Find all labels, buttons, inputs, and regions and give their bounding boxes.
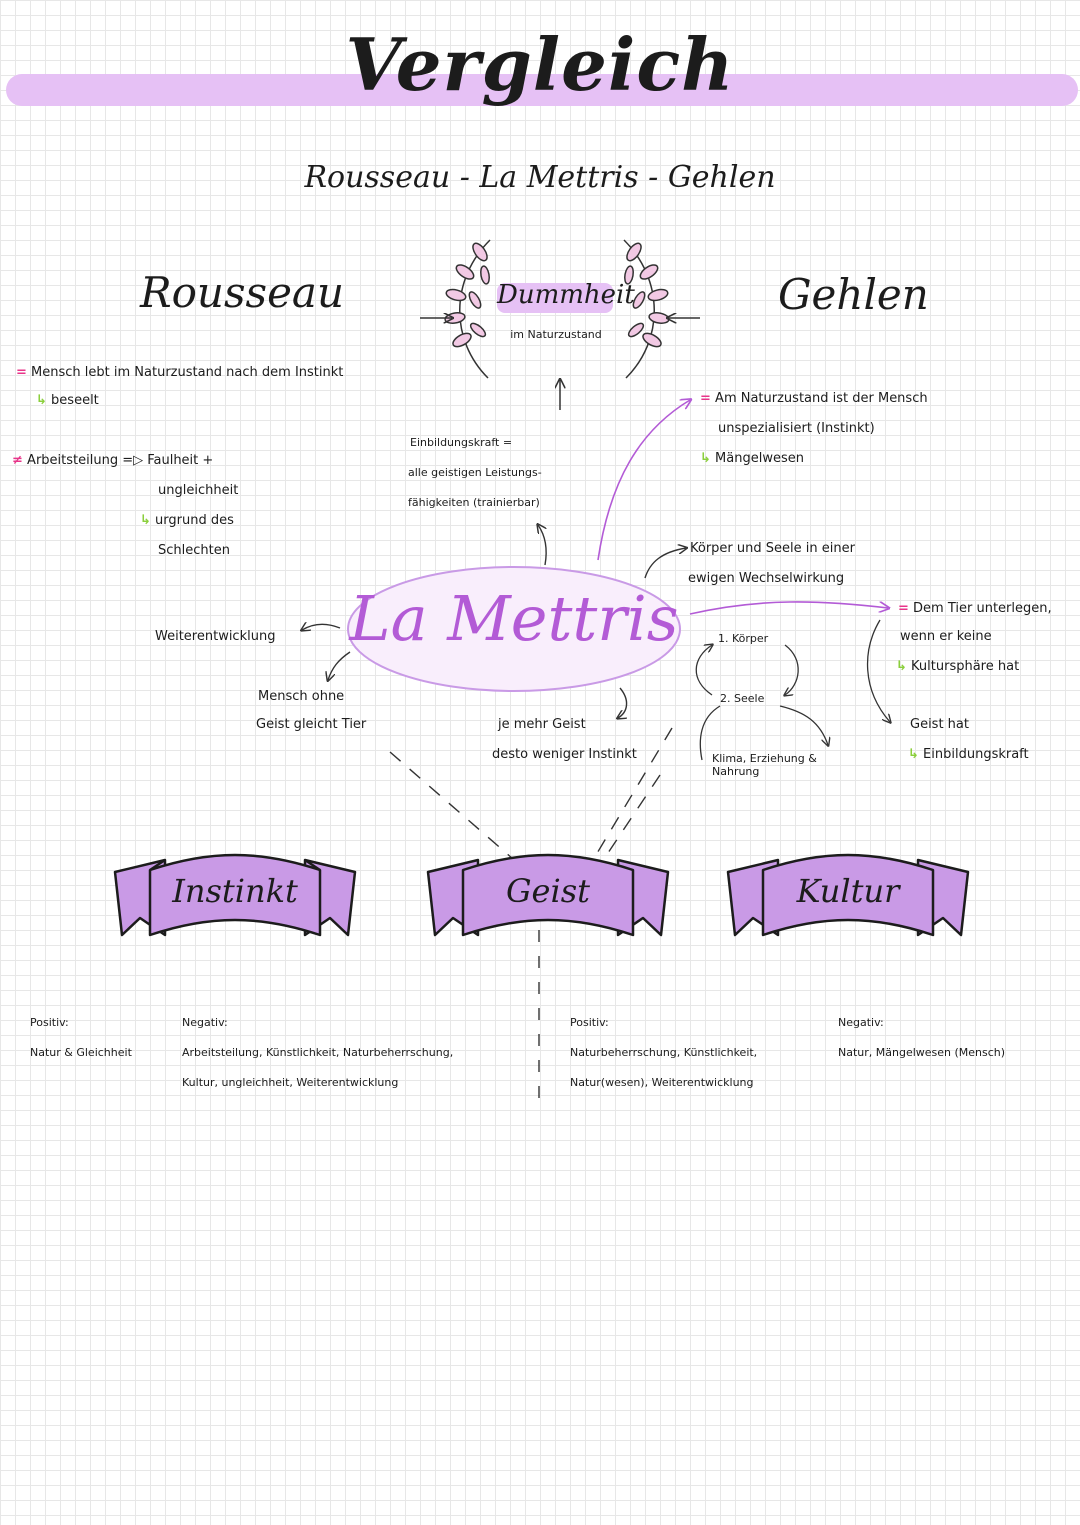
positiv-label-right: Positiv: <box>570 1016 609 1029</box>
je-note-2: desto weniger Instinkt <box>492 747 637 762</box>
negativ-label-right: Negativ: <box>838 1016 884 1029</box>
banner-kultur: Kultur <box>796 872 900 910</box>
badge-dummheit: Dummheit <box>497 280 635 310</box>
positiv-text-left: Natur & Gleichheit <box>30 1046 132 1059</box>
heading-gehlen: Gehlen <box>778 270 929 319</box>
rousseau-note-6: Schlechten <box>158 543 230 558</box>
gehlen-note-1: = Am Naturzustand ist der Mensch <box>700 391 928 406</box>
einbildung-line-1: Einbildungskraft = <box>410 436 513 449</box>
mensch-note-2: Geist gleicht Tier <box>256 717 367 732</box>
positiv-label-left: Positiv: <box>30 1016 69 1029</box>
mensch-note-1: Mensch ohne <box>258 689 345 704</box>
einbildung-line-2: alle geistigen Leistungs- <box>408 466 542 479</box>
list-seele: 2. Seele <box>720 692 765 705</box>
rousseau-note-2: ↳ beseelt <box>36 393 99 408</box>
la-mettris-ellipse <box>347 566 681 692</box>
negativ-text-right: Natur, Mängelwesen (Mensch) <box>838 1046 1006 1059</box>
rousseau-note-5: ↳ urgrund des <box>140 513 234 528</box>
badge-subtitle: im Naturzustand <box>510 328 602 341</box>
positiv-text-right-1: Naturbeherrschung, Künstlichkeit, <box>570 1046 758 1059</box>
ribbon-geist-icon <box>426 853 670 937</box>
ribbon-kultur-icon <box>726 853 970 937</box>
ribbon-instinkt-icon <box>113 853 357 937</box>
je-note-1: je mehr Geist <box>498 717 586 732</box>
koerper-note-2: ewigen Wechselwirkung <box>688 571 845 586</box>
laurel-right-icon <box>623 239 670 379</box>
rousseau-note-4: ungleichheit <box>158 483 239 498</box>
positiv-text-right-2: Natur(wesen), Weiterentwicklung <box>570 1076 754 1089</box>
banner-geist: Geist <box>505 872 590 910</box>
geist-note-1: Geist hat <box>910 717 969 732</box>
title-highlight <box>6 74 1078 106</box>
rousseau-note-3: ≠ Arbeitsteilung =▷ Faulheit + <box>12 453 214 468</box>
weiterentwicklung-note: Weiterentwicklung <box>155 629 276 644</box>
tier-note-1: = Dem Tier unterlegen, <box>898 601 1052 616</box>
heading-rousseau: Rousseau <box>140 268 345 317</box>
list-koerper: 1. Körper <box>718 632 769 645</box>
laurel-left-icon <box>444 239 491 379</box>
tier-note-2: wenn er keine <box>900 629 992 644</box>
page-subtitle: Rousseau - La Mettris - Gehlen <box>304 160 776 195</box>
gehlen-note-2: unspezialisiert (Instinkt) <box>718 421 875 436</box>
negativ-text-left-1: Arbeitsteilung, Künstlichkeit, Naturbehe… <box>182 1046 454 1059</box>
la-mettris-label: La Mettris <box>349 582 679 655</box>
negativ-text-left-2: Kultur, ungleichheit, Weiterentwicklung <box>182 1076 399 1089</box>
page-title: Vergleich <box>345 22 735 107</box>
einbildung-line-3: fähigkeiten (trainierbar) <box>408 496 540 509</box>
klima-note: Klima, Erziehung & Nahrung <box>712 752 817 778</box>
rousseau-note-1: = Mensch lebt im Naturzustand nach dem I… <box>16 365 344 380</box>
negativ-label-left: Negativ: <box>182 1016 228 1029</box>
tier-note-3: ↳ Kultursphäre hat <box>896 659 1020 674</box>
gehlen-note-3: ↳ Mängelwesen <box>700 451 804 466</box>
koerper-note-1: Körper und Seele in einer <box>690 541 855 556</box>
banner-instinkt: Instinkt <box>172 872 298 910</box>
geist-note-2: ↳ Einbildungskraft <box>908 747 1029 762</box>
badge-highlight <box>497 283 613 313</box>
